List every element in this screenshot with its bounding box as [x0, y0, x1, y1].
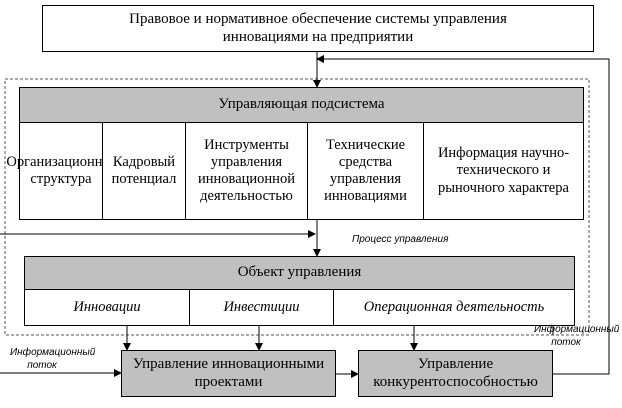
- control-process-label: Процесс управления: [352, 234, 449, 245]
- dashed-frame: [4, 78, 590, 336]
- info-flow-right-label: Информационный поток: [534, 324, 620, 348]
- hr-potential-label: Кадровый потенциал: [111, 153, 177, 187]
- hr-potential-cell: Кадровый потенциал: [102, 122, 186, 220]
- control-object-title: Объект управления: [237, 264, 362, 281]
- innovation-projects-box: Управление инновационными проектами: [121, 350, 336, 397]
- competitiveness-label: Управление конкурентоспособностью: [373, 355, 538, 390]
- competitiveness-box: Управление конкурентоспособностью: [358, 350, 553, 397]
- investments-label: Инвестиции: [223, 298, 300, 315]
- control-subsystem-header: Управляющая подсистема: [19, 87, 584, 123]
- legal-framework-box: Правовое и нормативное обеспечение систе…: [42, 5, 594, 52]
- technical-means-label: Технические средства управления инноваци…: [324, 136, 407, 205]
- information-label: Информация научно-технического и рыночно…: [437, 145, 570, 196]
- management-tools-label: Инструменты управления инновационной дея…: [198, 136, 295, 205]
- operations-cell: Операционная деятельность: [333, 289, 575, 326]
- innovations-label: Инновации: [73, 298, 141, 315]
- technical-means-cell: Технические средства управления инноваци…: [307, 122, 424, 220]
- legal-framework-text: Правовое и нормативное обеспечение систе…: [129, 10, 507, 45]
- innovations-cell: Инновации: [24, 289, 190, 326]
- investments-cell: Инвестиции: [189, 289, 334, 326]
- info-flow-left-label: Информационный поток: [10, 347, 96, 371]
- control-object-header: Объект управления: [24, 256, 575, 290]
- org-structure-cell: Организационная структура: [6, 122, 116, 220]
- innovation-projects-label: Управление инновационными проектами: [132, 355, 325, 390]
- org-structure-label: Организационная структура: [6, 153, 116, 187]
- information-cell: Информация научно-технического и рыночно…: [423, 122, 584, 220]
- feedback-loop: [316, 55, 610, 375]
- operations-label: Операционная деятельность: [363, 298, 545, 315]
- management-tools-cell: Инструменты управления инновационной дея…: [185, 122, 308, 220]
- control-subsystem-title: Управляющая подсистема: [218, 96, 385, 113]
